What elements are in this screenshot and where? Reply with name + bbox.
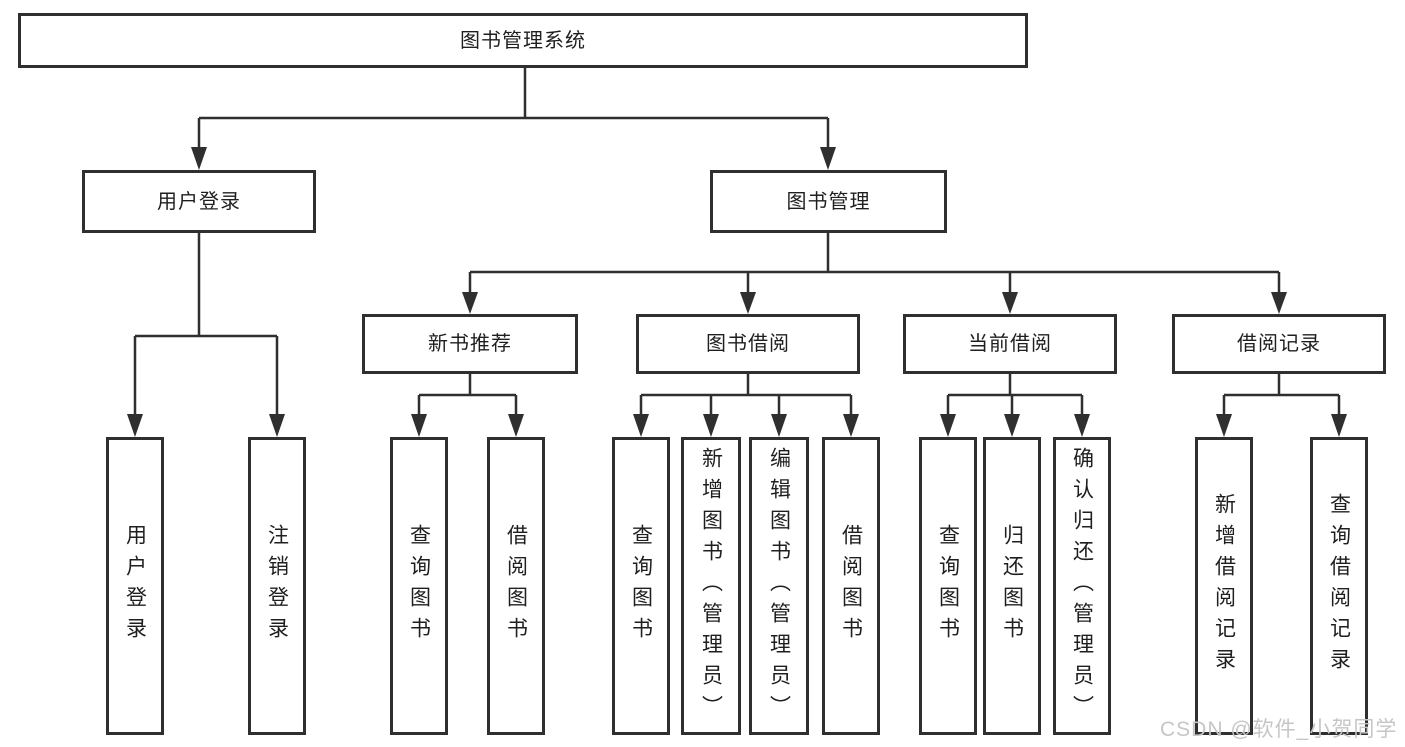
leaf-return-books-label: 归还图书	[1000, 524, 1024, 648]
leaf-recommend-query-books: 查询图书	[390, 437, 448, 735]
leaf-add-books-admin: 新增图书（管理员）	[681, 437, 741, 735]
leaf-add-borrow-record-label: 新增借阅记录	[1212, 493, 1236, 679]
leaf-current-query-books: 查询图书	[919, 437, 977, 735]
leaf-confirm-return-admin-label: 确认归还（管理员）	[1070, 446, 1094, 726]
node-book-management: 图书管理	[710, 170, 947, 233]
leaf-confirm-return-admin: 确认归还（管理员）	[1053, 437, 1111, 735]
leaf-recommend-borrow-books: 借阅图书	[487, 437, 545, 735]
leaf-user-login: 用户登录	[106, 437, 164, 735]
node-book-borrow: 图书借阅	[636, 314, 860, 374]
leaf-recommend-query-books-label: 查询图书	[407, 524, 431, 648]
leaf-borrow-books: 借阅图书	[822, 437, 880, 735]
leaf-edit-books-admin: 编辑图书（管理员）	[749, 437, 809, 735]
leaf-recommend-borrow-books-label: 借阅图书	[504, 524, 528, 648]
leaf-user-login-label: 用户登录	[123, 524, 147, 648]
node-current-borrow: 当前借阅	[903, 314, 1117, 374]
leaf-current-query-books-label: 查询图书	[936, 524, 960, 648]
node-root: 图书管理系统	[18, 13, 1028, 68]
leaf-borrow-query-books-label: 查询图书	[629, 524, 653, 648]
leaf-query-borrow-record: 查询借阅记录	[1310, 437, 1368, 735]
leaf-logout-label: 注销登录	[265, 524, 289, 648]
leaf-return-books: 归还图书	[983, 437, 1041, 735]
leaf-add-books-admin-label: 新增图书（管理员）	[699, 446, 723, 726]
watermark: CSDN @软件_小贺同学	[1160, 718, 1398, 741]
leaf-add-borrow-record: 新增借阅记录	[1195, 437, 1253, 735]
leaf-edit-books-admin-label: 编辑图书（管理员）	[767, 446, 791, 726]
node-new-book-recommend: 新书推荐	[362, 314, 578, 374]
leaf-query-borrow-record-label: 查询借阅记录	[1327, 493, 1351, 679]
node-user-login: 用户登录	[82, 170, 316, 233]
node-borrow-records: 借阅记录	[1172, 314, 1386, 374]
leaf-logout: 注销登录	[248, 437, 306, 735]
leaf-borrow-query-books: 查询图书	[612, 437, 670, 735]
leaf-borrow-books-label: 借阅图书	[839, 524, 863, 648]
